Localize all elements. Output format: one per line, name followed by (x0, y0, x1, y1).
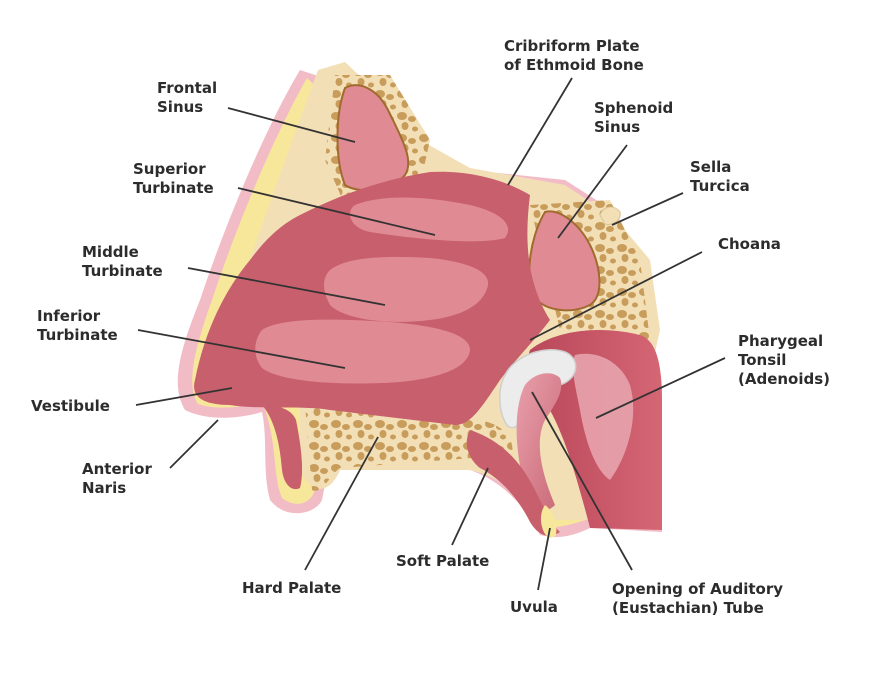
label-sphenoid-sinus: Sphenoid Sinus (594, 99, 674, 136)
leader-sella-turcica (611, 192, 684, 226)
inferior-turbinate-shape (255, 319, 470, 384)
label-uvula: Uvula (510, 598, 558, 616)
leader-lines (135, 77, 726, 591)
leader-middle-turbinate (187, 267, 386, 306)
label-superior-turbinate: Superior Turbinate (133, 160, 214, 197)
leader-cribriform (507, 77, 573, 186)
adenoid-shape (572, 353, 634, 480)
leader-uvula (537, 527, 551, 591)
label-middle-turbinate: Middle Turbinate (82, 243, 163, 280)
leader-sphenoid-sinus (557, 144, 628, 239)
uvula-shape (540, 505, 557, 538)
label-eustachian-tube: Opening of Auditory (Eustachian) Tube (612, 580, 783, 617)
leader-soft-palate (451, 467, 489, 546)
sella-turcica-shape (599, 206, 621, 225)
leader-eustachian (531, 391, 633, 571)
label-soft-palate: Soft Palate (396, 552, 490, 570)
leader-anterior-naris (169, 419, 219, 469)
eustachian-tube-opening (516, 373, 562, 511)
label-choana: Choana (718, 235, 781, 253)
leader-choana (529, 251, 703, 341)
label-inferior-turbinate: Inferior Turbinate (37, 307, 118, 344)
leader-vestibule (135, 387, 233, 406)
anterior-naris-shape (262, 405, 303, 490)
label-hard-palate: Hard Palate (242, 579, 342, 597)
leader-frontal-sinus (227, 107, 356, 143)
label-sella-turcica: Sella Turcica (690, 158, 750, 195)
leader-pharyngeal-tonsil (595, 357, 726, 419)
leader-hard-palate (304, 436, 379, 571)
palate-bone-cells (305, 405, 513, 491)
middle-turbinate-shape (324, 256, 489, 322)
label-vestibule: Vestibule (31, 397, 110, 415)
label-anterior-naris: Anterior Naris (82, 460, 152, 497)
leader-inferior-turbinate (137, 329, 346, 369)
label-frontal-sinus: Frontal Sinus (157, 79, 218, 116)
label-pharyngeal-tonsil: Pharygeal Tonsil (Adenoids) (738, 332, 831, 388)
superior-turbinate-shape (350, 197, 509, 242)
leader-superior-turbinate (237, 187, 436, 236)
label-cribriform-plate: Cribriform Plate of Ethmoid Bone (504, 37, 644, 74)
soft-palate-shape (466, 430, 560, 536)
